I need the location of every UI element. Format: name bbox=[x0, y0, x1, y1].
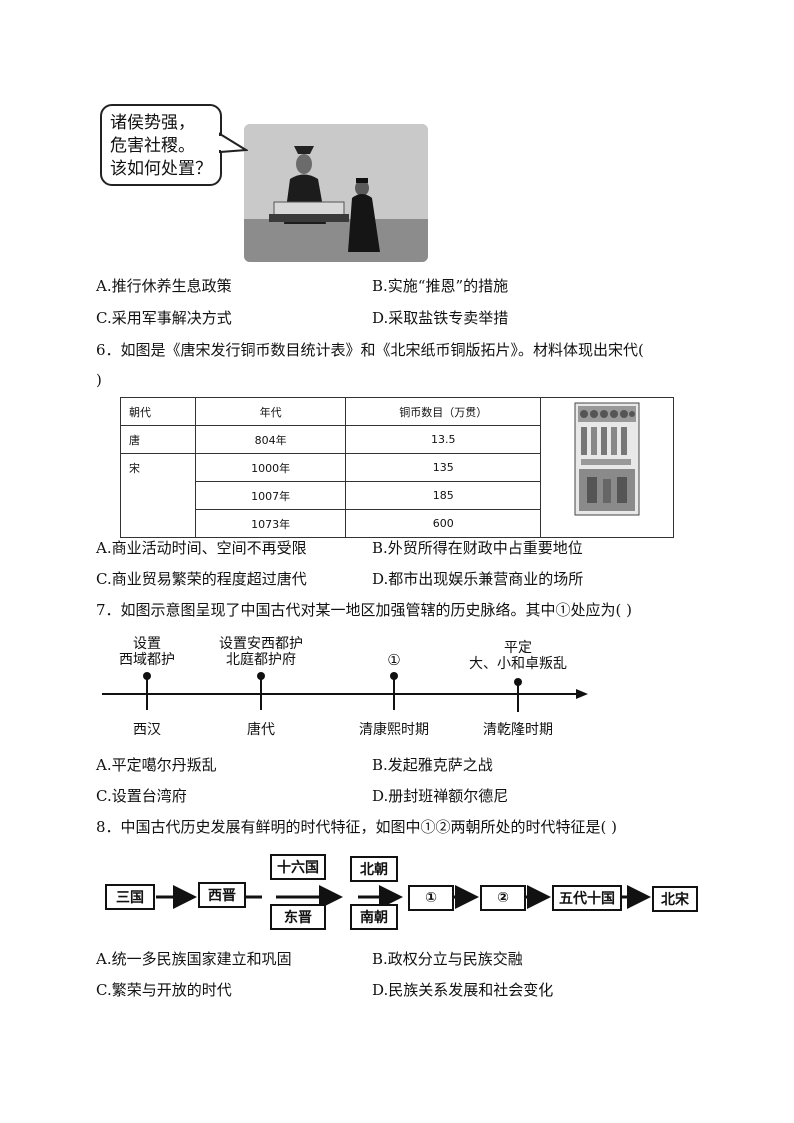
label-line: 设置安西都护 bbox=[219, 636, 303, 652]
tang-year-cell: 804年 bbox=[194, 425, 347, 454]
q7-timeline: 设置 西域都护 设置安西都护 北庭都护府 ① 平定 大、小和卓叛乱 西汉 唐代 … bbox=[96, 632, 596, 744]
emperor-scene-image bbox=[244, 124, 428, 262]
q6-option-d[interactable]: D.都市出现娱乐兼营商业的场所 bbox=[372, 570, 584, 588]
q5-option-d[interactable]: D.采取盐铁专卖举措 bbox=[372, 309, 509, 327]
bubble-line-1: 诸侯势强， bbox=[110, 113, 195, 133]
q7-option-a[interactable]: A.平定噶尔丹叛乱 bbox=[96, 756, 217, 774]
tang-dynasty-cell: 唐 bbox=[120, 425, 196, 454]
timeline-bottom-label-3: 清康熙时期 bbox=[359, 722, 429, 738]
q7-option-b[interactable]: B.发起雅克萨之战 bbox=[372, 756, 493, 774]
label-line: 设置 bbox=[133, 636, 161, 652]
flow-box-one: ① bbox=[408, 885, 454, 911]
table-header-row: 朝代 年代 铜币数目（万贯） bbox=[120, 397, 675, 538]
song-year-cell: 1007年 bbox=[194, 481, 347, 510]
song-year-cell: 1073年 bbox=[194, 509, 347, 538]
q8-flowchart: 三国 西晋 十六国 东晋 北朝 南朝 ① ② 五代十国 北宋 bbox=[100, 850, 704, 934]
flow-box-two: ② bbox=[480, 885, 526, 911]
q7-stem: 7．如图示意图呈现了中国古代对某一地区加强管辖的历史脉络。其中①处应为( ) bbox=[96, 601, 633, 619]
q6-stem-paren: ) bbox=[96, 371, 102, 389]
coin-statistics-table: 朝代 年代 铜币数目（万贯） 唐 80 bbox=[120, 397, 675, 538]
song-count-cell: 135 bbox=[345, 453, 541, 482]
flow-arrows bbox=[156, 885, 651, 909]
q8-option-b[interactable]: B.政权分立与民族交融 bbox=[372, 950, 523, 968]
bubble-tail-icon bbox=[218, 132, 248, 154]
timeline-top-label-4: 平定 大、小和卓叛乱 bbox=[453, 640, 583, 672]
q6-option-c[interactable]: C.商业贸易繁荣的程度超过唐代 bbox=[96, 570, 307, 588]
song-count-cell: 185 bbox=[345, 481, 541, 510]
song-count-cell: 600 bbox=[345, 509, 541, 538]
label-line: 大、小和卓叛乱 bbox=[469, 656, 567, 672]
label-line: 西域都护 bbox=[119, 652, 175, 668]
q7-option-c[interactable]: C.设置台湾府 bbox=[96, 787, 187, 805]
q6-option-b[interactable]: B.外贸所得在财政中占重要地位 bbox=[372, 539, 583, 557]
label-line: 北庭都护府 bbox=[226, 652, 296, 668]
flow-box-wudai: 五代十国 bbox=[552, 885, 622, 911]
flow-box-beichao: 北朝 bbox=[350, 856, 398, 882]
bubble-line-3: 该如何处置？ bbox=[110, 159, 212, 179]
q5-option-c[interactable]: C.采用军事解决方式 bbox=[96, 309, 232, 327]
timeline-axis bbox=[102, 672, 588, 712]
timeline-bottom-label-1: 西汉 bbox=[133, 722, 161, 738]
header-dynasty: 朝代 bbox=[120, 397, 196, 426]
timeline-top-label-3: ① bbox=[374, 652, 414, 668]
banknote-rubbing-cell bbox=[539, 397, 675, 538]
timeline-bottom-label-4: 清乾隆时期 bbox=[483, 722, 553, 738]
q7-option-d[interactable]: D.册封班禅额尔德尼 bbox=[372, 787, 509, 805]
flow-box-shiliuguo: 十六国 bbox=[270, 854, 326, 880]
timeline-top-label-1: 设置 西域都护 bbox=[97, 636, 197, 668]
table-row: 宋 1000年 135 bbox=[120, 453, 674, 538]
timeline-bottom-label-2: 唐代 bbox=[247, 722, 275, 738]
song-dynasty-cell: 宋 bbox=[120, 453, 196, 538]
song-year-cell: 1000年 bbox=[194, 453, 347, 482]
q6-option-a[interactable]: A.商业活动时间、空间不再受限 bbox=[96, 539, 307, 557]
tang-count-cell: 13.5 bbox=[345, 425, 541, 454]
speech-bubble: 诸侯势强， 危害社稷。 该如何处置？ bbox=[100, 104, 222, 186]
header-count: 铜币数目（万贯） bbox=[345, 397, 541, 426]
label-line: 平定 bbox=[504, 640, 532, 656]
bubble-line-2: 危害社稷。 bbox=[110, 136, 195, 156]
table-row: 1073年 600 bbox=[121, 509, 674, 538]
flow-box-sanguo: 三国 bbox=[105, 884, 155, 910]
q5-option-a[interactable]: A.推行休养生息政策 bbox=[96, 277, 232, 295]
q6-stem: 6．如图是《唐宋发行铜币数目统计表》和《北宋纸币铜版拓片》。材料体现出宋代( bbox=[96, 341, 644, 359]
label-line: ① bbox=[387, 651, 401, 669]
banknote-rubbing-image bbox=[574, 402, 640, 516]
q8-stem: 8．中国古代历史发展有鲜明的时代特征，如图中①②两朝所处的时代特征是( ) bbox=[96, 818, 618, 836]
header-year: 年代 bbox=[194, 397, 347, 426]
q8-option-a[interactable]: A.统一多民族国家建立和巩固 bbox=[96, 950, 292, 968]
timeline-top-label-2: 设置安西都护 北庭都护府 bbox=[196, 636, 326, 668]
flow-box-xijin: 西晋 bbox=[198, 882, 246, 908]
q8-option-c[interactable]: C.繁荣与开放的时代 bbox=[96, 981, 232, 999]
q5-option-b[interactable]: B.实施“推恩”的措施 bbox=[372, 277, 509, 295]
q8-option-d[interactable]: D.民族关系发展和社会变化 bbox=[372, 981, 554, 999]
flow-box-beisong: 北宋 bbox=[652, 886, 698, 912]
flow-box-dongjin: 东晋 bbox=[270, 904, 326, 930]
flow-box-nanchao: 南朝 bbox=[350, 904, 398, 930]
